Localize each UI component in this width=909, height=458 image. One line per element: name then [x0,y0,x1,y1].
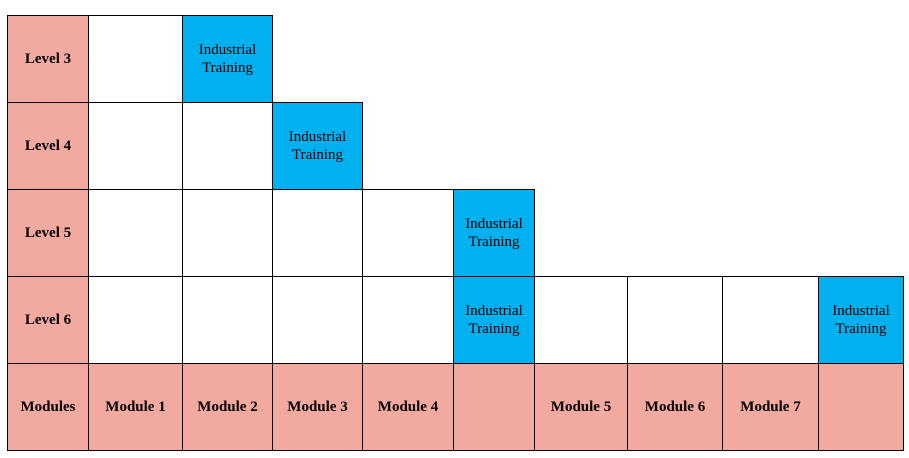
empty-cell [88,15,183,103]
row-label-level-3: Level 3 [7,15,89,103]
industrial-training-cell: Industrial Training [272,102,363,190]
empty-cell [272,189,363,277]
row-label-level-4: Level 4 [7,102,89,190]
empty-cell [88,189,183,277]
empty-cell [182,189,273,277]
empty-cell [182,276,273,364]
empty-cell [88,102,183,190]
module-cell-module-5: Module 5 [534,363,628,451]
row-label-level-6: Level 6 [7,276,89,364]
module-cell-module-4: Module 4 [362,363,454,451]
industrial-training-cell: Industrial Training [453,189,535,277]
industrial-training-cell: Industrial Training [182,15,273,103]
empty-cell [362,189,454,277]
modules-label: Modules [7,363,89,451]
module-cell-module-6: Module 6 [627,363,723,451]
module-cell-module-7: Module 7 [722,363,819,451]
module-cell-module-2: Module 2 [182,363,273,451]
module-cell-module-1: Module 1 [88,363,183,451]
module-cell-module-3: Module 3 [272,363,363,451]
empty-cell [722,276,819,364]
empty-cell [534,276,628,364]
industrial-training-cell: Industrial Training [453,276,535,364]
industrial-training-cell: Industrial Training [818,276,904,364]
module-cell-empty [818,363,904,451]
row-label-level-5: Level 5 [7,189,89,277]
empty-cell [182,102,273,190]
empty-cell [88,276,183,364]
empty-cell [272,276,363,364]
empty-cell [362,276,454,364]
module-cell-empty [453,363,535,451]
empty-cell [627,276,723,364]
